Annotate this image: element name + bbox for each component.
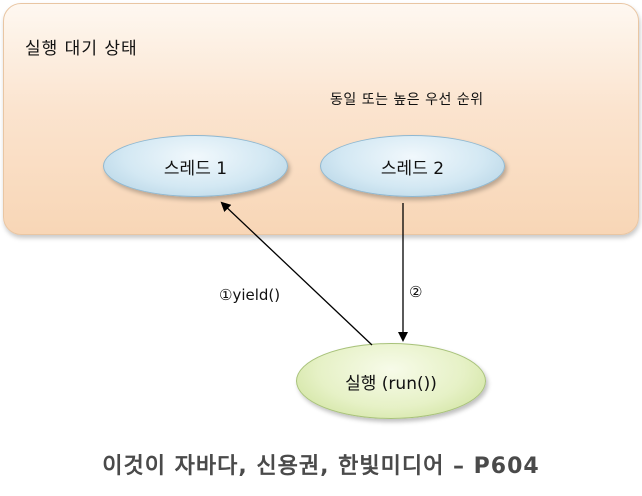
running-node: 실행 (run()) — [296, 343, 486, 419]
running-label: 실행 (run()) — [345, 373, 437, 394]
yield-arrow — [220, 201, 373, 346]
thread-1-node: 스레드 1 — [103, 135, 288, 197]
yield-label: ①yield() — [219, 286, 281, 304]
priority-note: 동일 또는 높은 우선 순위 — [330, 92, 484, 108]
waiting-state-title: 실행 대기 상태 — [25, 39, 138, 59]
thread-1-label: 스레드 1 — [163, 158, 228, 179]
waiting-state-panel — [3, 3, 639, 235]
run-step-label: ② — [409, 283, 423, 301]
source-caption: 이것이 자바다, 신용권, 한빛미디어 – P604 — [102, 454, 540, 479]
thread-2-node: 스레드 2 — [320, 135, 505, 197]
thread-2-label: 스레드 2 — [380, 158, 445, 179]
